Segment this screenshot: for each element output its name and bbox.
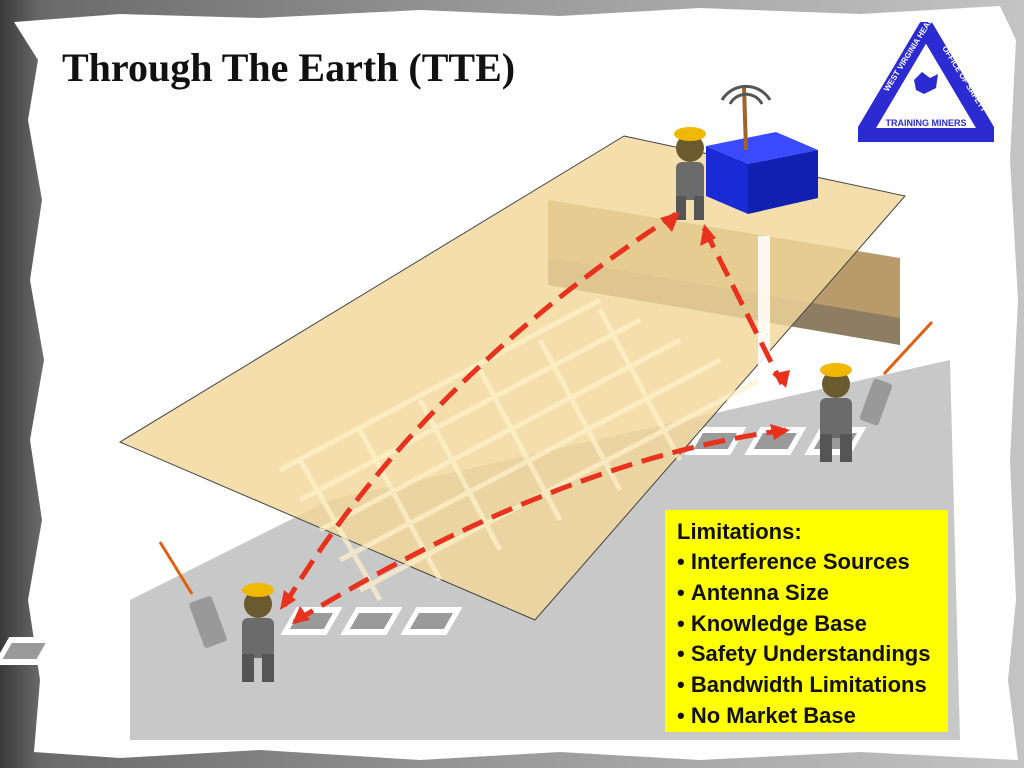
limitations-box: Limitations: Interference Sources Antenn… bbox=[665, 510, 948, 732]
surface-plane bbox=[118, 135, 906, 621]
miner-right bbox=[820, 320, 934, 462]
limitation-item: Interference Sources bbox=[677, 547, 948, 578]
borehole bbox=[758, 236, 770, 396]
limitations-heading: Limitations: bbox=[677, 519, 802, 544]
limitation-item: Bandwidth Limitations bbox=[677, 670, 948, 701]
limitation-item: Safety Understandings bbox=[677, 639, 948, 670]
limitation-item: Antenna Size bbox=[677, 578, 948, 609]
wv-health-safety-logo: WEST VIRGINIA HEALTH OFFICE OF SAFETY TR… bbox=[858, 22, 994, 142]
miner-left bbox=[158, 541, 274, 682]
limitation-item: Knowledge Base bbox=[677, 609, 948, 640]
logo-text-bottom: TRAINING MINERS bbox=[886, 118, 967, 128]
limitation-item: No Market Base bbox=[677, 701, 948, 732]
miner-surface bbox=[674, 127, 706, 220]
slide-title: Through The Earth (TTE) bbox=[62, 45, 516, 90]
transmitter-box bbox=[706, 84, 818, 214]
signal-arrows bbox=[281, 211, 787, 625]
limitations-list: Interference Sources Antenna Size Knowle… bbox=[677, 547, 948, 732]
mine-grid bbox=[278, 297, 762, 602]
